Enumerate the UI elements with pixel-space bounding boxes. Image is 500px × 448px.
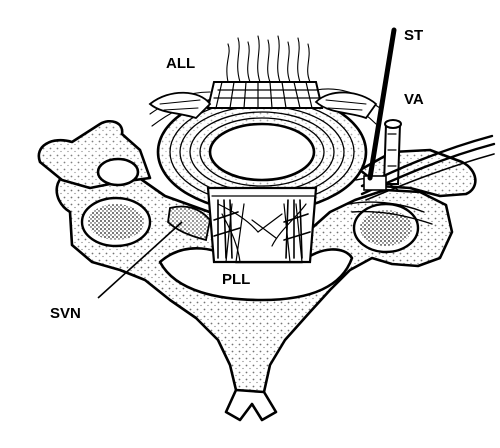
label-pll: PLL (222, 271, 250, 288)
sinuvertebral-fibers-top (226, 35, 311, 83)
label-st: ST (404, 27, 423, 44)
nucleus-hollow (208, 122, 316, 182)
left-facet-joint (80, 196, 152, 248)
sympathetic-trunk-fibers (347, 134, 496, 225)
label-svn: SVN (50, 305, 81, 322)
label-va: VA (404, 91, 424, 108)
left-nerve-root (167, 205, 211, 242)
label-all: ALL (166, 55, 195, 72)
vertebral-artery (382, 119, 402, 185)
svn-leader-line (97, 221, 183, 299)
surgical-tool (367, 27, 397, 181)
vertebral-body-disc (156, 90, 368, 214)
posterior-longitudinal-ligament (206, 186, 318, 264)
anterior-longitudinal-ligament (148, 35, 381, 127)
